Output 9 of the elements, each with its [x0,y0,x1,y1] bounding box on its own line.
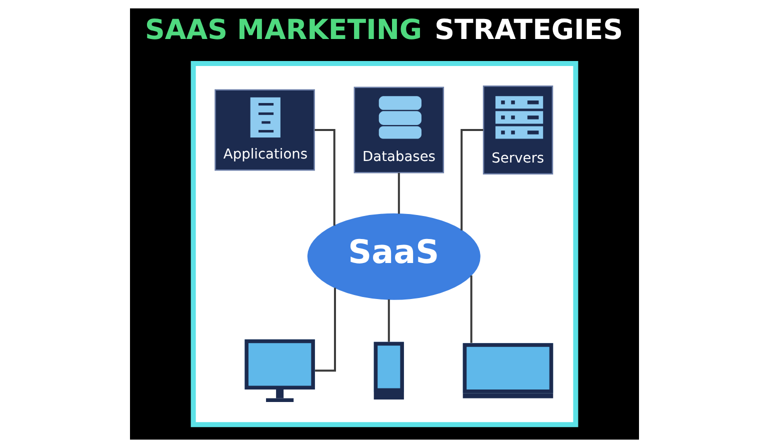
diagram-title: SAAS MARKETING STRATEGIES [144,13,623,46]
connector [387,299,390,342]
connector [314,288,336,372]
connector [460,128,483,230]
connector [470,275,472,343]
connector [314,128,335,226]
node-ellipse: SaaS [306,213,480,300]
cluster [190,61,578,428]
connector [397,172,400,214]
